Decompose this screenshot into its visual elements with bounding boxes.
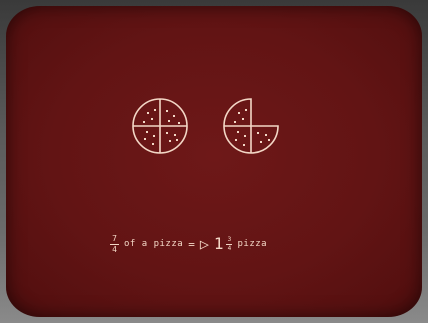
improper-fraction: 7 4 xyxy=(110,235,119,254)
crt-screen: 7 4 of a pizza = ▷ 1 3 4 pizza xyxy=(6,6,422,317)
pizza-text: pizza xyxy=(237,239,267,249)
of-a-pizza-text: of a pizza xyxy=(124,239,183,249)
improper-fraction-numerator: 7 xyxy=(112,235,117,243)
pizza-2 xyxy=(224,99,278,153)
pizza-1 xyxy=(133,99,187,153)
arrow-icon: ▷ xyxy=(200,237,209,252)
pizza-illustration xyxy=(6,6,422,317)
pizza-equation: 7 4 of a pizza = ▷ 1 3 4 pizza xyxy=(110,232,267,256)
mixed-number-whole: 1 xyxy=(214,236,224,252)
improper-fraction-denominator: 4 xyxy=(112,246,117,254)
mixed-number-fraction: 3 4 xyxy=(226,237,232,252)
pizza-2-toppings xyxy=(234,109,270,146)
mixed-fraction-numerator: 3 xyxy=(228,237,232,243)
pizza-1-toppings xyxy=(143,109,180,145)
mixed-fraction-denominator: 4 xyxy=(228,246,232,252)
equals-sign: = xyxy=(188,238,195,251)
